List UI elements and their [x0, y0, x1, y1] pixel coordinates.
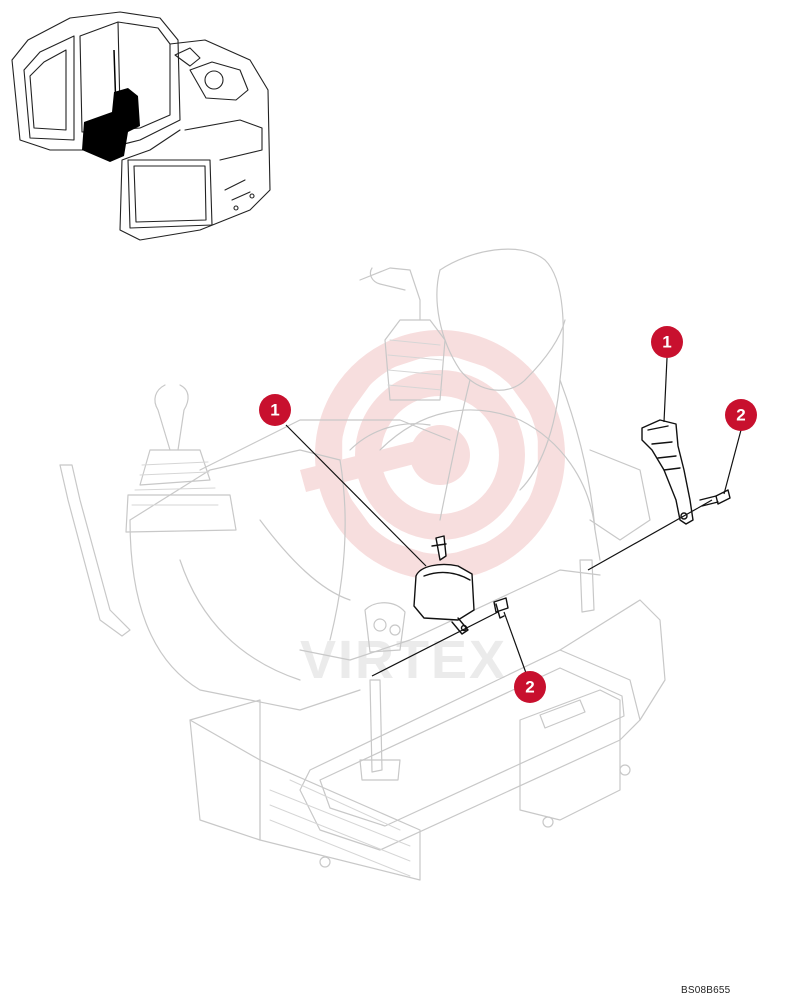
seat-location-highlight	[82, 49, 140, 162]
watermark-emblem	[300, 330, 565, 580]
callout-2-right[interactable]: 2	[725, 399, 757, 431]
callout-1-left[interactable]: 1	[259, 394, 291, 426]
callout-label: 2	[525, 678, 534, 697]
installation-axis-lines	[371, 499, 713, 677]
drawing-code: BS08B655	[681, 985, 731, 996]
callout-leaders	[285, 357, 742, 674]
seat-belt-retractor-left[interactable]	[413, 535, 475, 635]
bolt-left[interactable]	[493, 597, 509, 619]
callout-label: 2	[736, 406, 745, 425]
operator-seat-assembly	[59, 248, 666, 881]
callout-1-right[interactable]: 1	[651, 326, 683, 358]
callout-label: 1	[270, 401, 279, 420]
callout-2-left[interactable]: 2	[514, 671, 546, 703]
callout-label: 1	[662, 333, 671, 352]
seat-belt-buckle-right[interactable]	[641, 419, 694, 525]
excavator-cab-thumbnail	[11, 11, 271, 241]
